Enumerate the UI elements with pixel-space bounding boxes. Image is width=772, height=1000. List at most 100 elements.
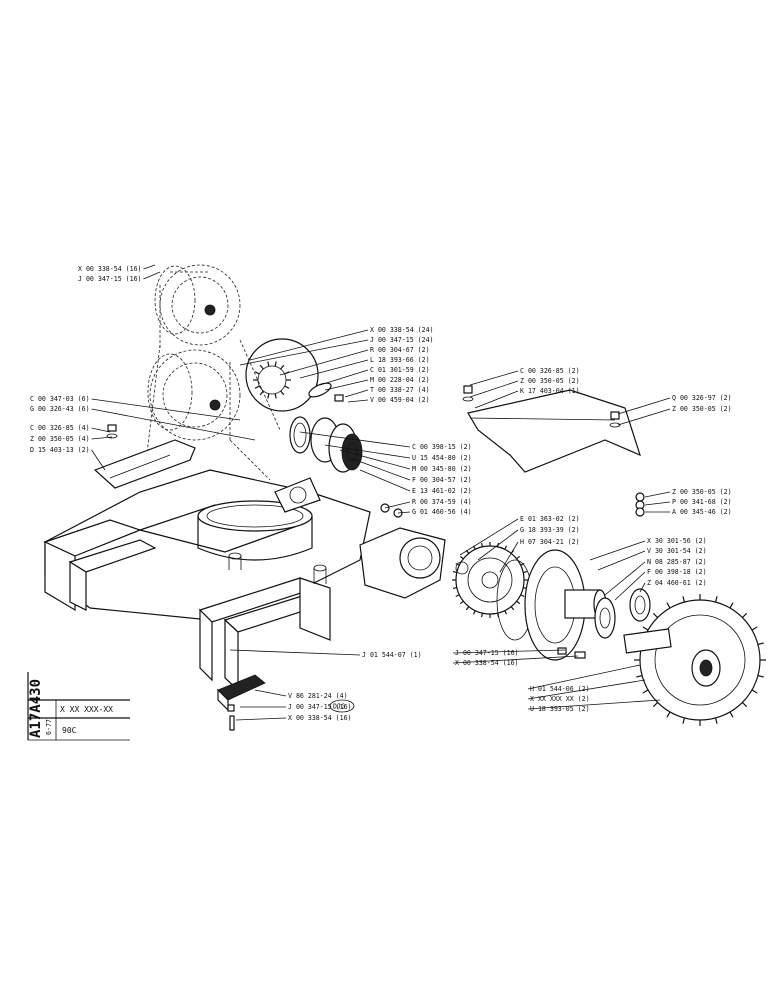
gear-tooth (751, 689, 758, 694)
callout-group: X 00 338-54 (16)J 00 347-15 (16)X 00 338… (30, 264, 732, 722)
leader-line-c10 (347, 399, 369, 403)
leader-line-c24 (469, 380, 519, 398)
callout-c30: A 00 345-46 (2) (672, 508, 732, 516)
model-label: 90C (62, 726, 77, 735)
gear-tooth (652, 612, 658, 618)
gear-tooth (459, 555, 464, 560)
part-code: X XX XXX-XX (60, 705, 113, 714)
leader-line-c23 (469, 370, 519, 386)
leader-line-c6 (299, 359, 369, 379)
leader-line-c45 (527, 664, 641, 690)
gear-tooth (274, 393, 277, 399)
callout-c33: H 07 304-21 (2) (520, 538, 580, 546)
callout-c28: Z 00 350-05 (2) (672, 488, 732, 496)
callout-c31: E 01 363-02 (2) (520, 515, 580, 523)
gear-tooth (751, 626, 758, 631)
gear-tooth (480, 542, 484, 547)
callout-c19: F 00 304-57 (2) (412, 476, 472, 484)
leader-line-c18 (339, 449, 411, 470)
callout-c5: R 00 304-67 (2) (370, 346, 430, 354)
gear-tooth (254, 371, 260, 375)
leader-line-c40 (452, 655, 579, 664)
callout-c27: Z 00 350-05 (2) (672, 405, 732, 413)
gear-tooth (259, 364, 264, 370)
callout-c6: L 18 393-66 (2) (370, 356, 430, 364)
drawing-number: A17A430 (28, 679, 44, 738)
callout-c36: N 08 285-87 (2) (647, 558, 707, 566)
gear-tooth (510, 606, 515, 611)
gear-tooth (452, 586, 457, 590)
gear-tooth (452, 570, 457, 574)
callout-c16: C 00 398-15 (2) (412, 443, 472, 451)
gear-tooth (284, 385, 290, 389)
gear-tooth (729, 711, 734, 718)
gear-tooth (516, 600, 521, 605)
drive-sprocket-wheel (623, 594, 766, 726)
gear-tooth (459, 600, 464, 605)
callout-c3: X 00 338-54 (24) (370, 326, 434, 334)
leader-line-c41 (229, 649, 361, 656)
gear-tooth (757, 642, 764, 646)
leader-line-c17 (324, 444, 411, 459)
callout-c17: U 15 454-80 (2) (412, 454, 472, 462)
callout-c37: F 00 398-18 (2) (647, 568, 707, 576)
gear-tooth (714, 717, 718, 724)
gear-tooth (729, 602, 734, 609)
callout-c32: G 18 393-39 (2) (520, 526, 580, 534)
drawing-date: 6-77 (45, 719, 53, 735)
callout-c20: E 13 461-02 (2) (412, 487, 472, 495)
gear-tooth (280, 364, 285, 370)
leader-line-c47 (527, 699, 661, 710)
leader-line-c8 (324, 379, 369, 391)
callout-c15: D 15 403-13 (2) (30, 446, 90, 454)
leader-line-c34 (589, 540, 646, 561)
leader-line-c33 (499, 541, 519, 573)
gear-tooth (682, 596, 686, 603)
callout-c25: K 17 403-04 (1) (520, 387, 580, 395)
cover-plate-right (462, 385, 645, 517)
leader-line-c3 (249, 329, 369, 361)
track-pad (217, 674, 266, 731)
leader-line-c21 (384, 501, 411, 509)
gear-tooth (714, 596, 718, 603)
gear-tooth (259, 390, 264, 396)
leader-line-c5 (279, 349, 369, 376)
leader-line-c35 (597, 550, 646, 571)
leader-line-c20 (359, 469, 411, 492)
leader-line-c46 (527, 679, 646, 700)
callout-c18: M 00 345-80 (2) (412, 465, 472, 473)
bearing-set (594, 588, 651, 639)
callout-c46: X XX XXX XX (2) (530, 695, 590, 703)
gear-tooth (642, 689, 649, 694)
leader-line-c44 (235, 717, 287, 721)
title-block: A17A430 6-77 X XX XXX-XX 90C DJG (27, 672, 355, 741)
callout-c47: U 18 393-05 (2) (530, 705, 590, 713)
leader-line-c2 (143, 271, 161, 280)
callout-c22: G 01 460-56 (4) (412, 508, 472, 516)
gear-tooth (280, 390, 285, 396)
gear-tooth (642, 626, 649, 631)
callout-c8: M 00 228-04 (2) (370, 376, 430, 384)
callout-c38: Z 04 460-61 (2) (647, 579, 707, 587)
gear-tooth (652, 702, 658, 708)
callout-c1: X 00 338-54 (16) (78, 265, 142, 273)
callout-c10: V 00 459-04 (2) (370, 396, 430, 404)
callout-c13: C 00 326-85 (4) (30, 424, 90, 432)
leader-line-c28 (644, 491, 671, 498)
leader-line-c13 (91, 427, 111, 433)
gear-tooth (516, 555, 521, 560)
leader-line-c19 (349, 457, 411, 481)
drive-sprocket-upper (245, 338, 344, 412)
hub-housing (524, 549, 607, 661)
leader-line-c29 (644, 501, 671, 506)
gear-tooth (274, 361, 277, 367)
gear-tooth (504, 610, 508, 615)
callout-c42: V 86 281-24 (4) (288, 692, 348, 700)
gear-tooth (267, 361, 270, 367)
stamp-oval (329, 699, 355, 713)
final-drive-gear (452, 542, 528, 618)
leader-line-c16 (299, 431, 411, 448)
leader-line-c37 (614, 571, 646, 601)
gear-tooth (465, 606, 470, 611)
